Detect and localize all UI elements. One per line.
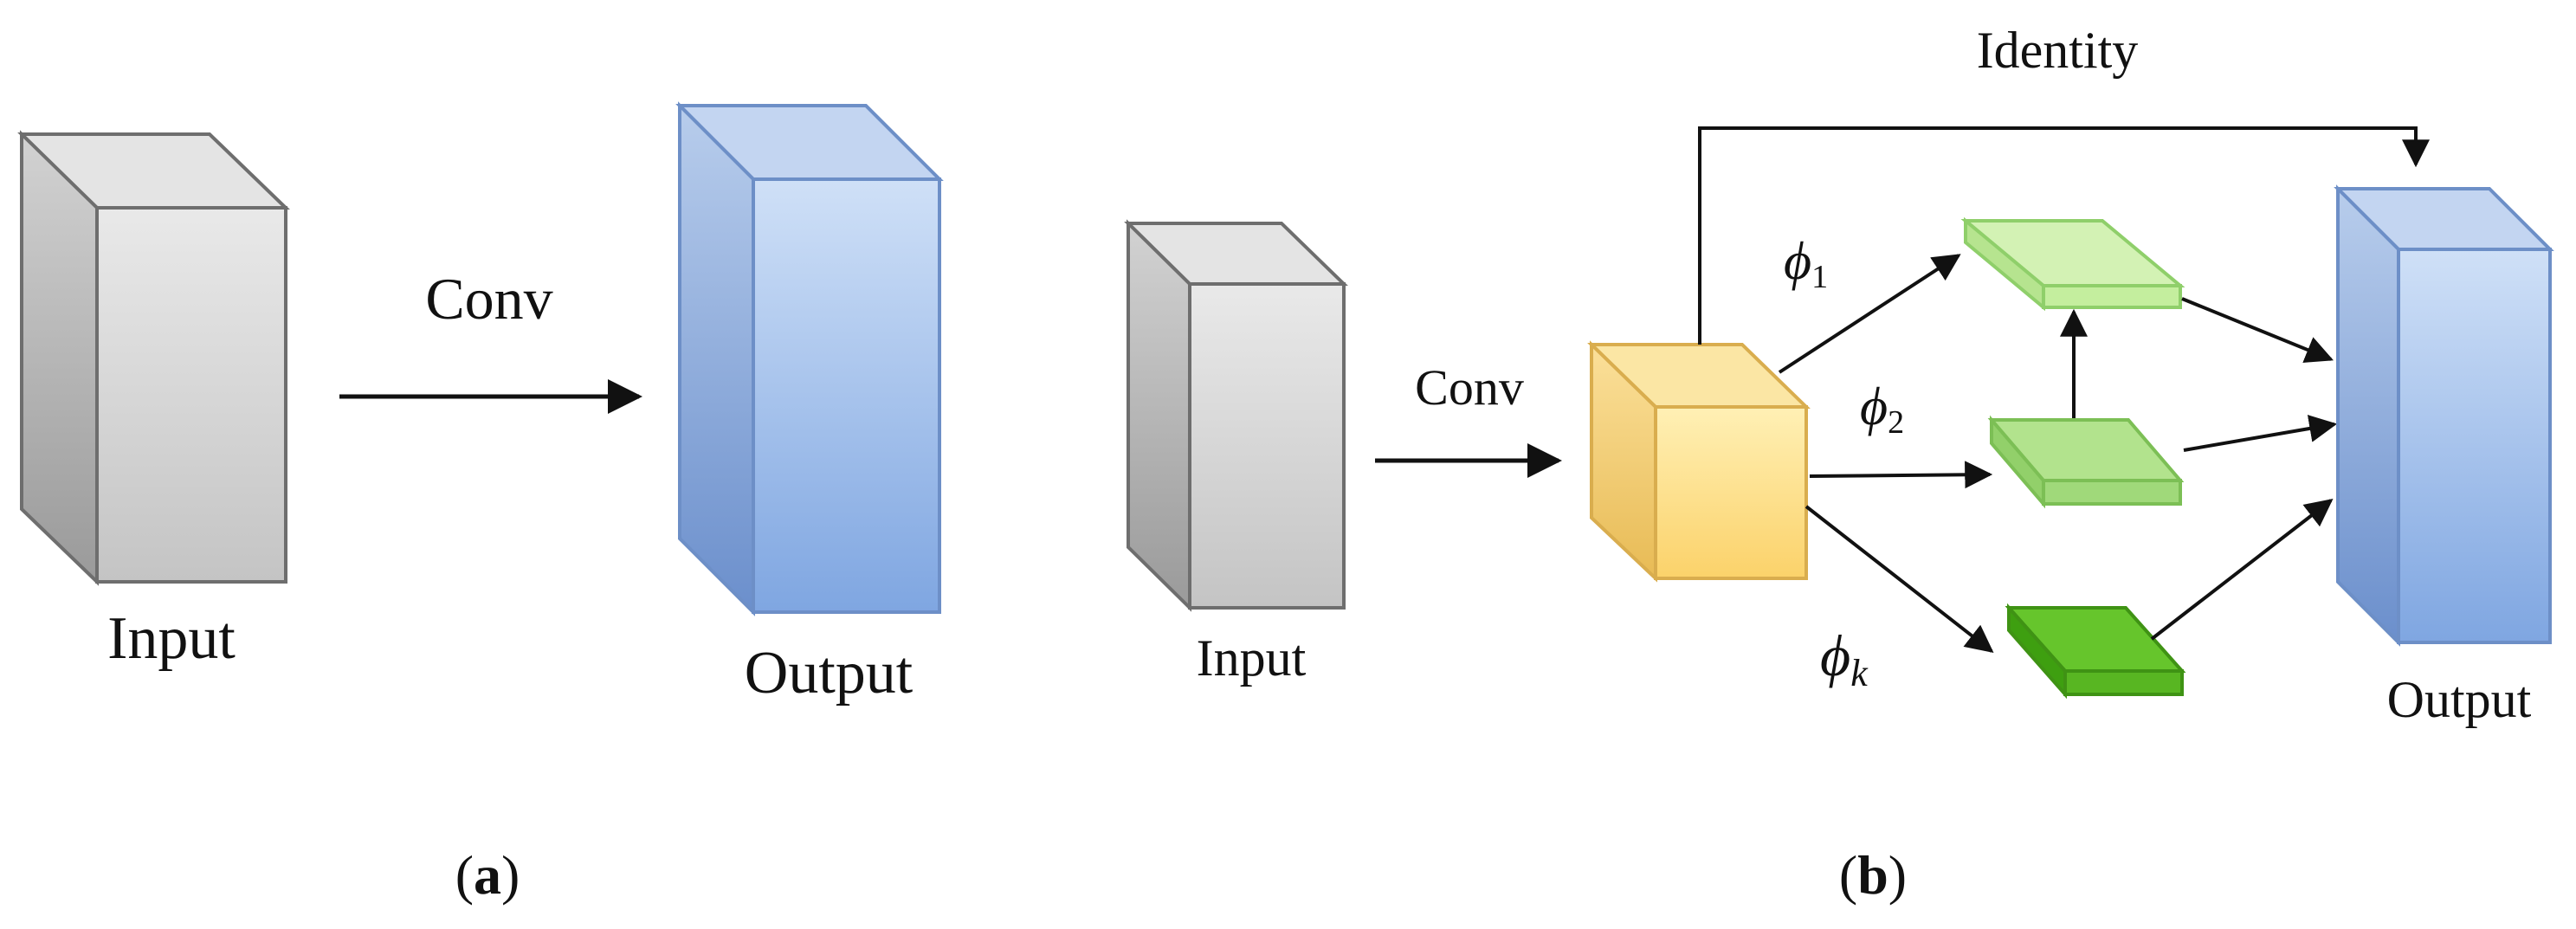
slab2-to-output-arrow — [2183, 415, 2338, 452]
output-label-b: Output — [2387, 671, 2532, 728]
output-block-b — [2334, 184, 2554, 647]
identity-label: Identity — [1977, 22, 2139, 79]
phi1-arrow — [1778, 254, 1961, 374]
identity-arrow — [1698, 126, 2430, 345]
input-label-b: Input — [1197, 629, 1307, 687]
phi2-label: ϕ2 — [1860, 377, 1904, 441]
slab1-to-output-arrow — [2181, 297, 2334, 363]
input-block-b — [1124, 219, 1348, 612]
caption-a: (a) — [455, 844, 520, 906]
caption-b: (b) — [1839, 844, 1907, 906]
conv-label-a: Conv — [425, 266, 552, 332]
panel-a: Conv Input Output (a) — [17, 101, 944, 906]
conv-label-b: Conv — [1415, 359, 1524, 416]
slab-phi1 — [1960, 216, 2185, 312]
slab-phi2 — [1987, 415, 2185, 509]
input-block-a — [17, 130, 290, 586]
output-block-a — [675, 101, 944, 616]
slabk-to-output-arrow — [2150, 499, 2334, 641]
output-label-a: Output — [745, 640, 914, 706]
phi1-label: ϕ1 — [1784, 232, 1828, 295]
input-label-a: Input — [107, 605, 236, 672]
phik-label: ϕk — [1820, 623, 1869, 694]
slab-phik — [2005, 603, 2186, 700]
panel-b: Identity Conv Input Output ϕ1 ϕ2 ϕk (b) — [1124, 22, 2554, 906]
feature-cube — [1587, 340, 1811, 583]
phi2-arrow — [1809, 461, 1993, 489]
phik-arrow — [1804, 505, 1994, 653]
